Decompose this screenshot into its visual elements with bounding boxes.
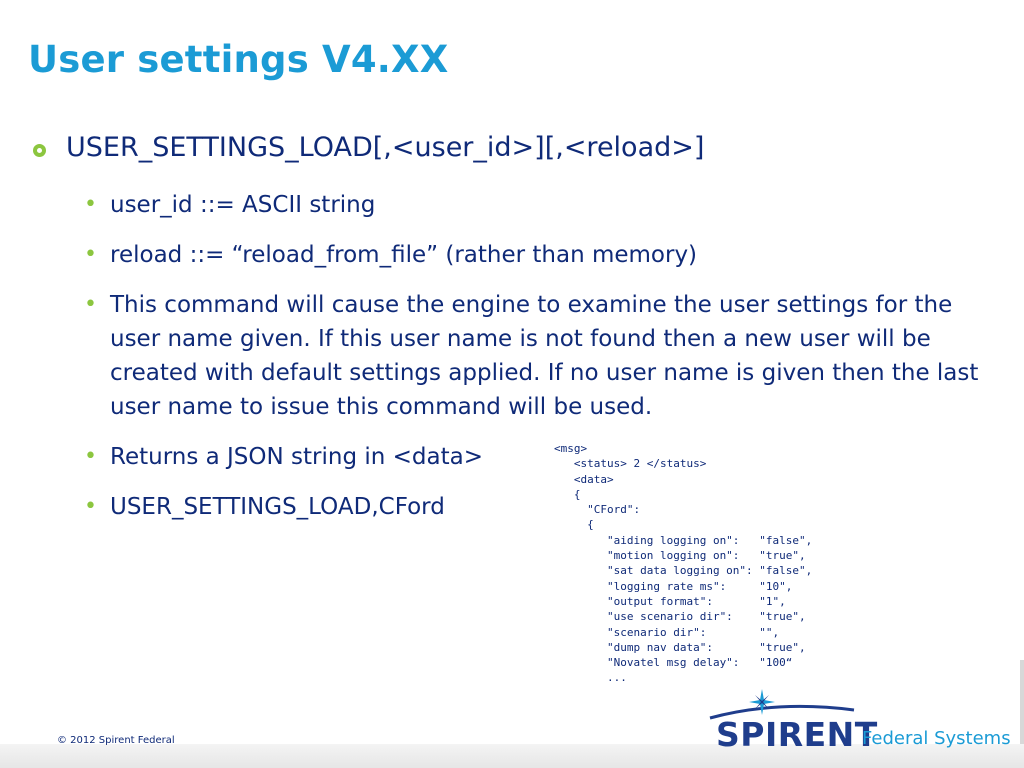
spirent-logo-wordmark: SPIRENT — [716, 715, 878, 754]
sub-bullet-text: USER_SETTINGS_LOAD,CFord — [110, 494, 445, 520]
bullet-dot-icon: • — [84, 242, 97, 267]
sub-bullet-text: reload ::= “reload_from_file” (rather th… — [110, 242, 698, 268]
sub-bullet-item: • Returns a JSON string in <data> — [82, 440, 1007, 474]
sub-bullet-text: This command will cause the engine to ex… — [110, 292, 979, 420]
bullet-circle-icon — [33, 144, 46, 157]
federal-systems-wordmark: Federal Systems — [862, 728, 1011, 749]
spirent-star-logo-icon — [709, 689, 855, 720]
sub-bullet-list: • user_id ::= ASCII string • reload ::= … — [82, 188, 1007, 540]
main-bullet-text: USER_SETTINGS_LOAD[,<user_id>][,<reload>… — [66, 132, 705, 163]
sub-bullet-item: • user_id ::= ASCII string — [82, 188, 1007, 222]
bullet-dot-icon: • — [84, 192, 97, 217]
bullet-dot-icon: • — [84, 292, 97, 317]
sub-bullet-item: • USER_SETTINGS_LOAD,CFord — [82, 490, 1007, 524]
slide-edge-decoration — [1020, 660, 1024, 744]
json-code-sample: <msg> <status> 2 </status> <data> { "CFo… — [554, 442, 813, 685]
sub-bullet-item: • reload ::= “reload_from_file” (rather … — [82, 238, 1007, 272]
bullet-dot-icon: • — [84, 444, 97, 469]
slide-title: User settings V4.XX — [28, 38, 449, 81]
sub-bullet-text: Returns a JSON string in <data> — [110, 444, 483, 470]
bullet-dot-icon: • — [84, 494, 97, 519]
sub-bullet-text: user_id ::= ASCII string — [110, 192, 376, 218]
footer-bar — [0, 744, 1024, 768]
sub-bullet-item: • This command will cause the engine to … — [82, 288, 1007, 424]
footer-copyright: © 2012 Spirent Federal — [57, 735, 175, 746]
